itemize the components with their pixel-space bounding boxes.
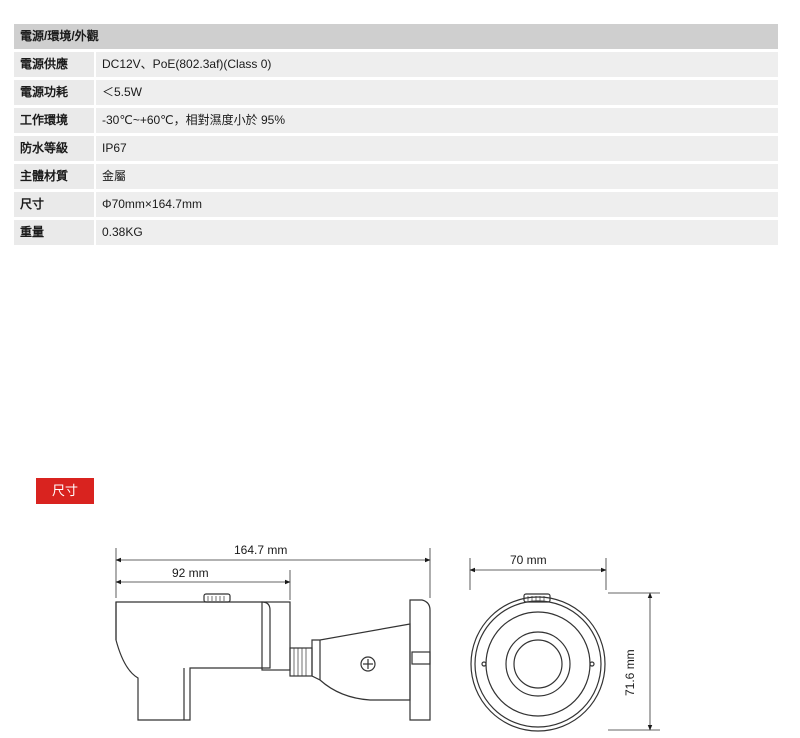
spec-key: 工作環境 xyxy=(14,108,94,133)
spec-row-operating-environment: 工作環境 -30℃~+60℃，相對濕度小於 95% xyxy=(14,108,778,133)
top-vent xyxy=(203,593,231,603)
spec-value: IP67 xyxy=(96,136,778,161)
spec-row-power-consumption: 電源功耗 ＜5.5W xyxy=(14,80,778,105)
label-front-height: 71.6 mm xyxy=(623,649,637,696)
camera-housing xyxy=(115,601,271,721)
spec-row-weight: 重量 0.38KG xyxy=(14,220,778,245)
spec-value: DC12V、PoE(802.3af)(Class 0) xyxy=(96,52,778,77)
joint-thread xyxy=(289,647,313,677)
spec-row-material: 主體材質 金屬 xyxy=(14,164,778,189)
spec-table: 電源/環境/外觀 電源供應 DC12V、PoE(802.3af)(Class 0… xyxy=(14,24,778,245)
label-front-width: 70 mm xyxy=(510,553,547,567)
spec-key: 電源功耗 xyxy=(14,80,94,105)
spec-key: 電源供應 xyxy=(14,52,94,77)
lens-ring xyxy=(505,631,571,697)
mount-base xyxy=(409,599,431,721)
spec-row-power-supply: 電源供應 DC12V、PoE(802.3af)(Class 0) xyxy=(14,52,778,77)
spec-key: 重量 xyxy=(14,220,94,245)
spec-value: -30℃~+60℃，相對濕度小於 95% xyxy=(96,108,778,133)
spec-value: 0.38KG xyxy=(96,220,778,245)
spec-row-dimensions: 尺寸 Φ70mm×164.7mm xyxy=(14,192,778,217)
lens-icon xyxy=(513,639,563,689)
spec-value: 金屬 xyxy=(96,164,778,189)
front-outer-ring xyxy=(470,596,606,732)
spec-key: 主體材質 xyxy=(14,164,94,189)
side-view xyxy=(115,548,431,721)
label-total-length: 164.7 mm xyxy=(234,543,287,557)
spec-key: 防水等級 xyxy=(14,136,94,161)
front-view xyxy=(469,558,660,732)
spec-table-header: 電源/環境/外觀 xyxy=(14,24,778,49)
label-body-length: 92 mm xyxy=(172,566,209,580)
spec-value: Φ70mm×164.7mm xyxy=(96,192,778,217)
spec-row-ingress-protection: 防水等級 IP67 xyxy=(14,136,778,161)
spec-value: ＜5.5W xyxy=(96,80,778,105)
dimensions-section-badge: 尺寸 xyxy=(36,478,94,504)
dimension-drawing: 164.7 mm 92 mm 70 mm 71.6 mm xyxy=(115,543,660,732)
screw-icon xyxy=(360,656,376,672)
spec-key: 尺寸 xyxy=(14,192,94,217)
